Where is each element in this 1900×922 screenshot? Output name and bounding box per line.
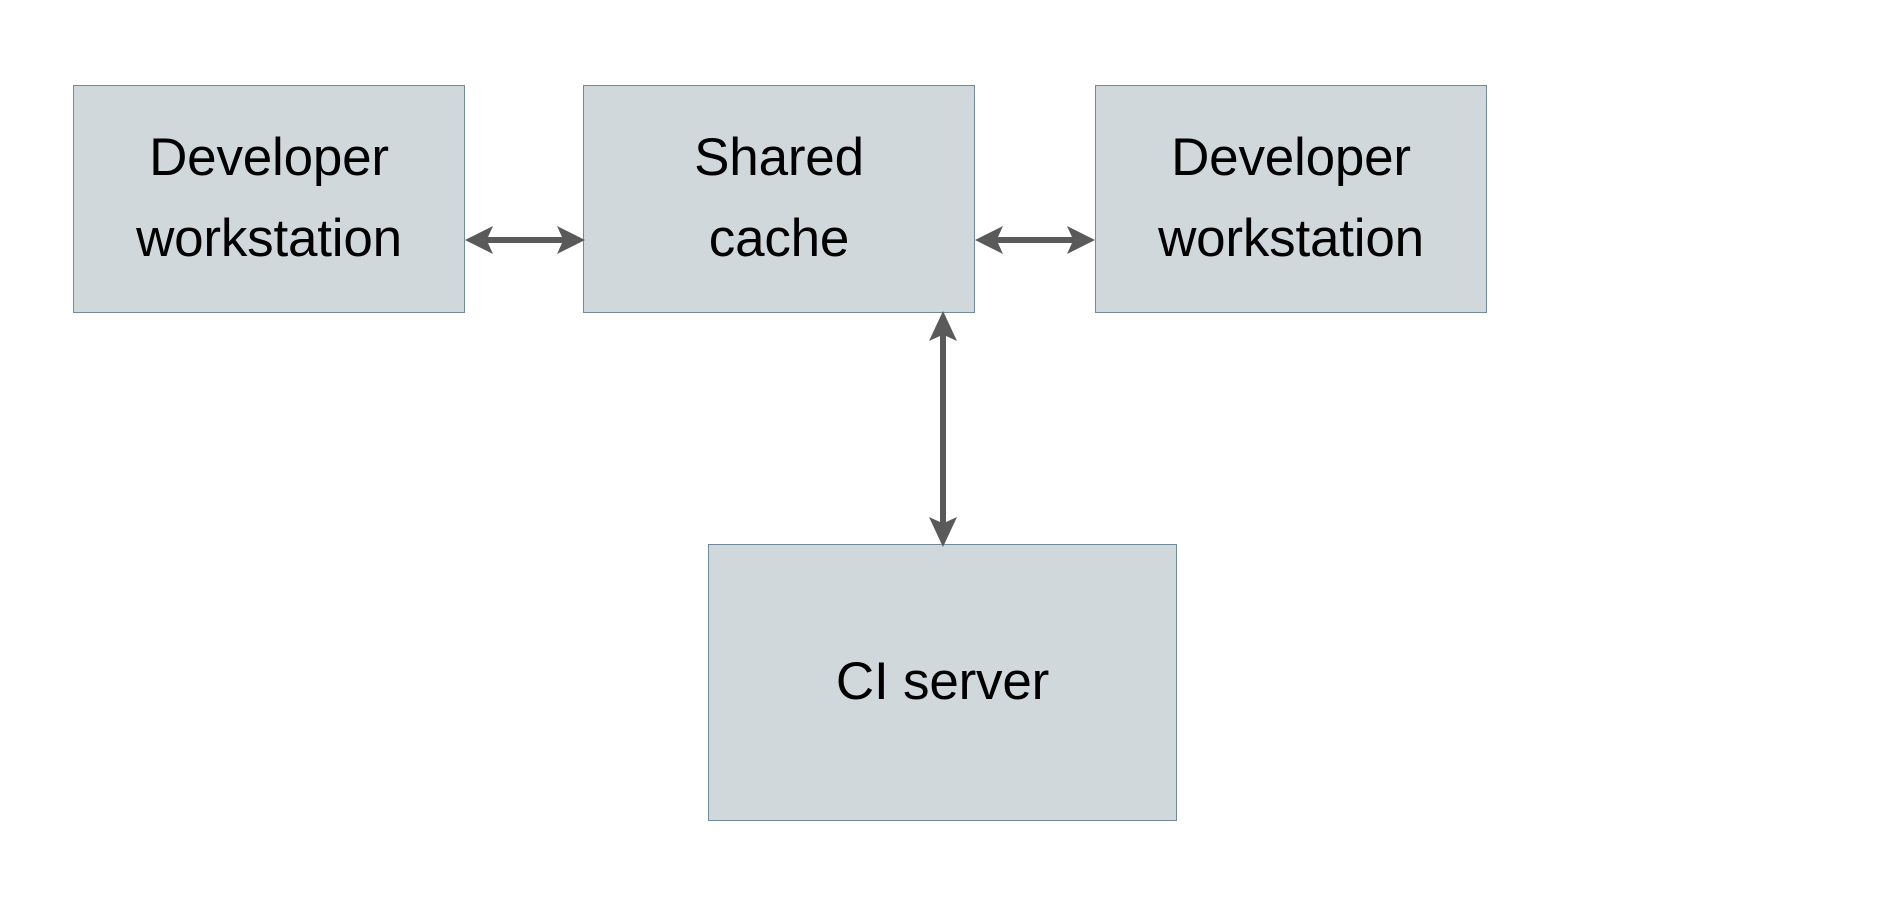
edge-shared-cache-to-developer-workstation-right: [975, 226, 1095, 254]
double-arrow-icon: [465, 226, 585, 254]
node-developer-workstation-right[interactable]: Developer workstation: [1095, 85, 1487, 313]
node-label-ci-server: CI server: [835, 652, 1050, 712]
double-arrow-icon: [929, 311, 957, 547]
node-ci-server[interactable]: CI server: [708, 544, 1177, 821]
node-label-shared-cache: Shared cache: [694, 128, 864, 268]
node-label-developer-workstation-right: Developer workstation: [1158, 128, 1424, 268]
node-shared-cache[interactable]: Shared cache: [583, 85, 975, 313]
node-developer-workstation-left[interactable]: Developer workstation: [73, 85, 465, 313]
double-arrow-icon: [975, 226, 1095, 254]
edge-developer-workstation-left-to-shared-cache: [465, 226, 585, 254]
node-label-developer-workstation-left: Developer workstation: [136, 128, 402, 268]
edge-shared-cache-to-ci-server: [929, 311, 957, 547]
